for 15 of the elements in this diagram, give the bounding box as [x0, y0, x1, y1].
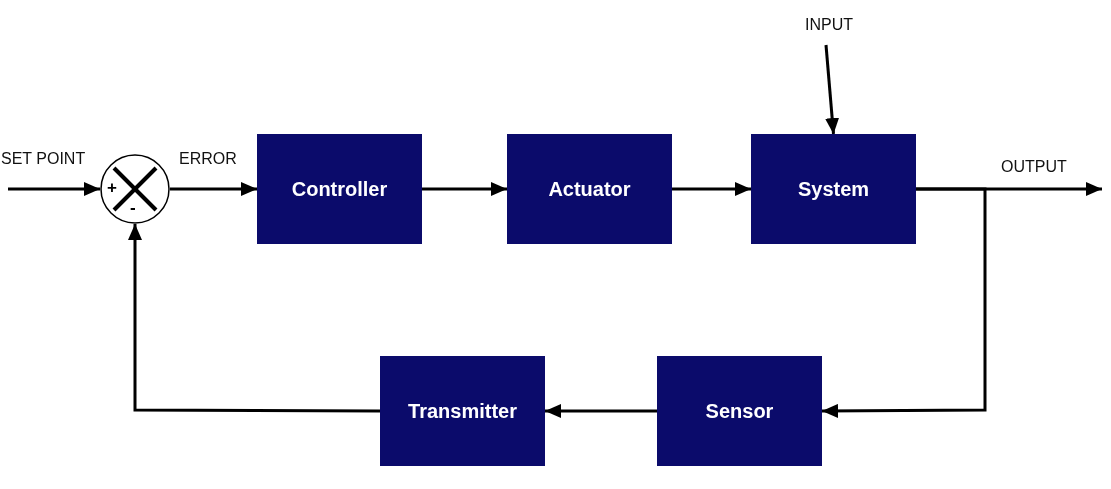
arrow: [422, 182, 507, 196]
arrow: [8, 182, 100, 196]
arrow: [824, 44, 840, 135]
arrow: [170, 182, 257, 196]
arrow: [545, 404, 657, 418]
arrow: [128, 224, 380, 413]
process-block: Transmitter: [380, 356, 545, 466]
arrow: [672, 182, 751, 196]
process-block: Sensor: [657, 356, 822, 466]
sign-label: -: [130, 199, 136, 216]
process-block: Controller: [257, 134, 422, 244]
process-block: System: [751, 134, 916, 244]
arrow: [822, 187, 987, 418]
sign-label: +: [107, 179, 117, 196]
process-block: Actuator: [507, 134, 672, 244]
